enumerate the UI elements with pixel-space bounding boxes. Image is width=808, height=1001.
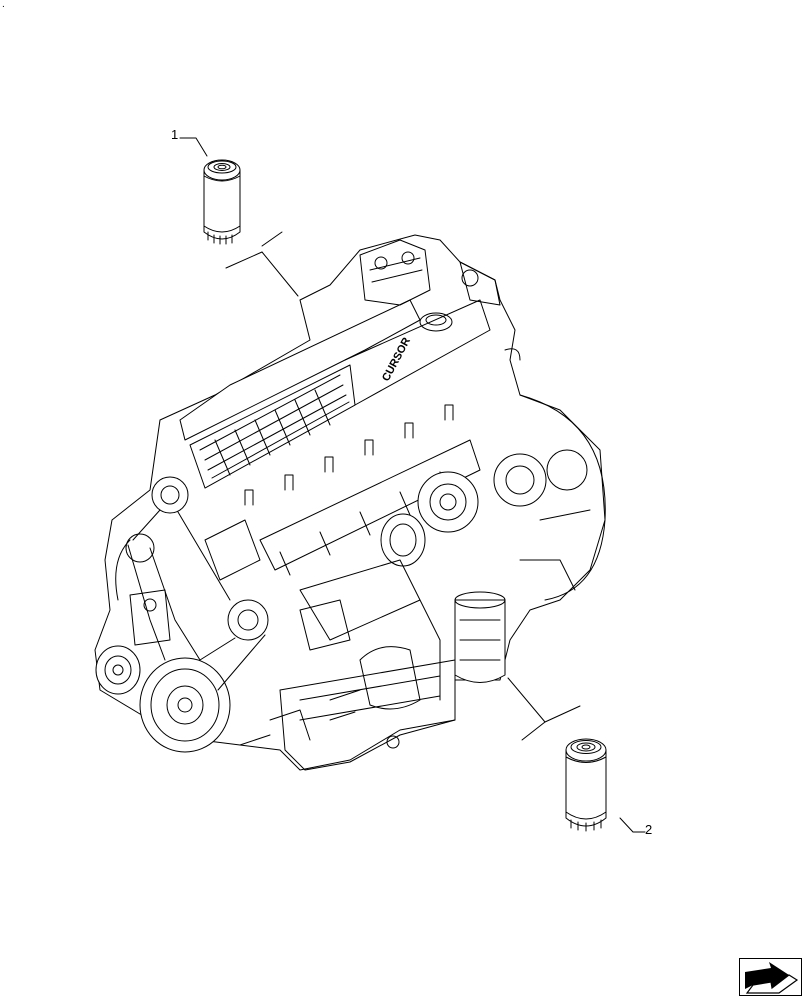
oil-filter-1[interactable] xyxy=(203,159,241,245)
leader-line-2 xyxy=(507,677,646,833)
corner-dot: . xyxy=(2,0,5,10)
callout-label-2: 2 xyxy=(645,822,653,837)
callout-label-1: 1 xyxy=(171,127,179,142)
leader-line-1 xyxy=(179,137,299,297)
oil-filter-2[interactable] xyxy=(565,738,607,832)
next-page-arrow-icon[interactable] xyxy=(739,958,802,996)
engine-assembly: CURSOR xyxy=(94,234,606,771)
